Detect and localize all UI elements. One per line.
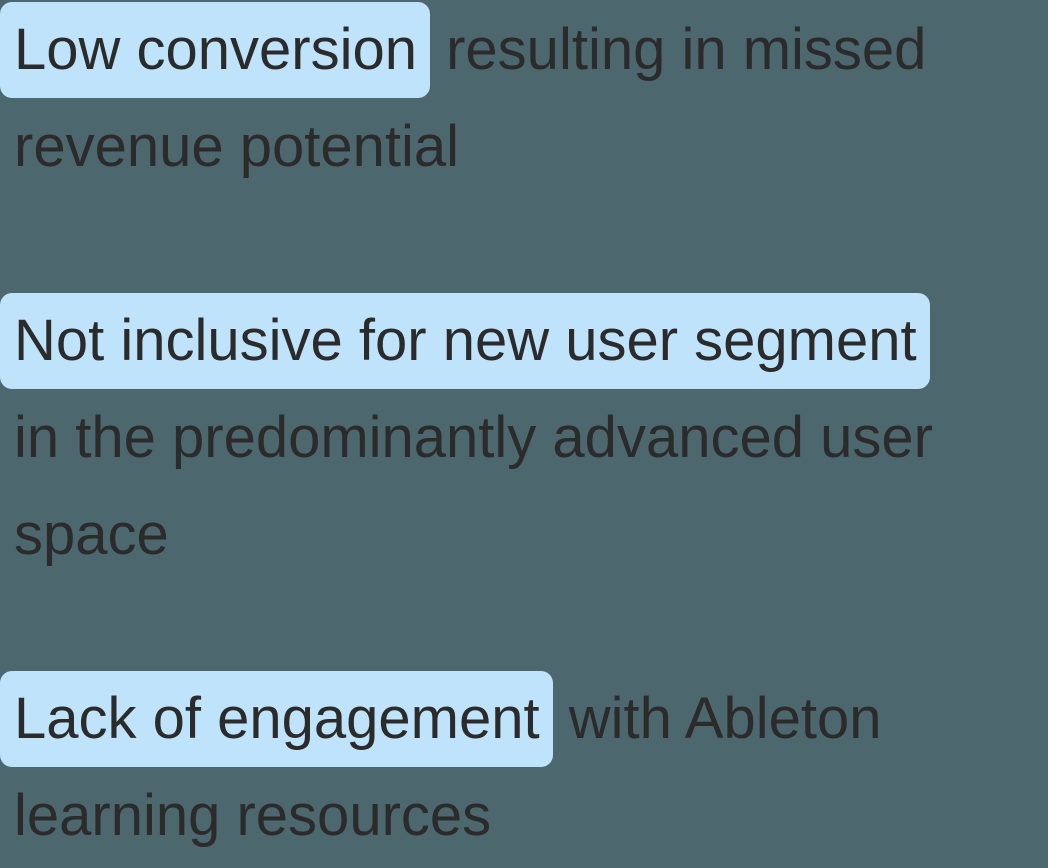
statement-line: revenue potential (14, 98, 1048, 195)
problem-statement: Lack of engagement with Ableton learning… (0, 670, 1048, 864)
statement-line: learning resources (14, 767, 1048, 864)
statement-line: Not inclusive for new user segment (0, 292, 1048, 389)
statement-line: in the predominantly advanced user (14, 389, 1048, 486)
statement-line: Low conversion resulting in missed (0, 1, 1048, 98)
highlighted-phrase: Not inclusive for new user segment (0, 293, 930, 389)
statement-text: space (14, 502, 169, 567)
problem-statement: Low conversion resulting in missed reven… (0, 1, 1048, 195)
highlighted-phrase: Low conversion (0, 2, 430, 98)
statement-text: learning resources (14, 783, 492, 848)
statement-text: revenue potential (14, 114, 459, 179)
highlighted-phrase: Lack of engagement (0, 671, 553, 767)
statement-text: with Ableton (552, 686, 882, 751)
statement-line: space (14, 486, 1048, 583)
statement-line: Lack of engagement with Ableton (0, 670, 1048, 767)
statement-text: in the predominantly advanced user (14, 405, 933, 470)
statement-text: resulting in missed (430, 17, 927, 82)
problem-statement: Not inclusive for new user segment in th… (0, 292, 1048, 583)
